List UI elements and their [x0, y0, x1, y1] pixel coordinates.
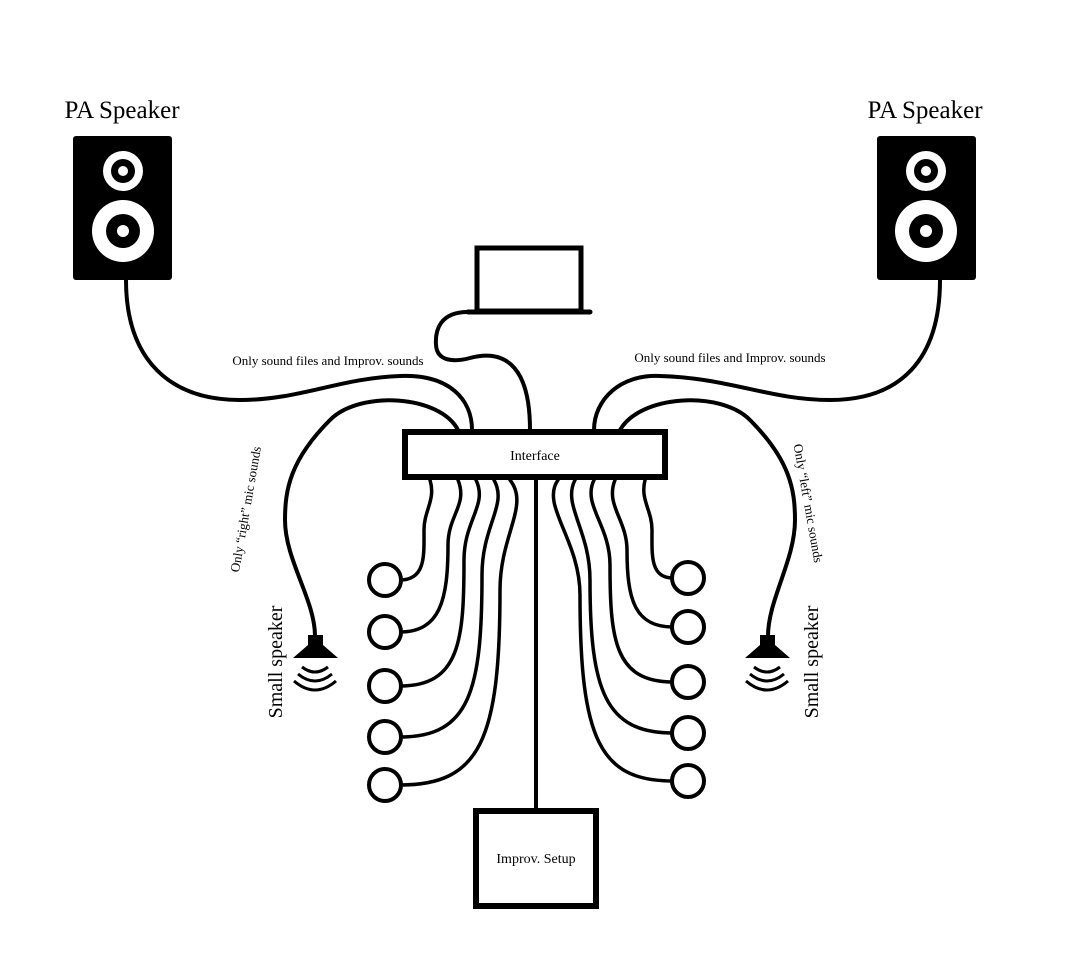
improv-setup-box: [473, 808, 599, 909]
microphone-icon: [367, 719, 403, 755]
cable-interface-to-left-small-speaker: [282, 398, 460, 638]
microphone-icon: [367, 562, 403, 598]
cable-mic-right-4: [569, 478, 675, 735]
microphone-icon: [670, 560, 706, 596]
cable-mic-left-4: [398, 478, 500, 739]
cable-interface-to-left-pa: [124, 278, 474, 432]
pa-speaker-left-label: PA Speaker: [64, 97, 180, 124]
small-speaker-icon: [293, 635, 338, 692]
pa-speaker-icon: [73, 136, 172, 280]
cable-mic-left-3: [398, 478, 482, 688]
cable-mic-right-1: [642, 478, 675, 580]
microphone-icon: [367, 614, 403, 650]
microphone-icon: [670, 664, 706, 700]
cable-laptop-to-interface: [433, 310, 532, 432]
small-speaker-icon: [745, 635, 790, 692]
microphone-icon: [367, 767, 403, 803]
pa-speaker-icon: [877, 136, 976, 280]
cable-label-left-small-speaker: Only “right” mic sounds: [227, 445, 264, 573]
cable-mic-left-5: [398, 478, 519, 787]
cable-interface-to-right-small-speaker: [618, 398, 798, 638]
cable-label-left-pa: Only sound files and Improv. sounds: [232, 353, 423, 368]
small-speaker-right-label: Small speaker: [801, 605, 823, 718]
cable-mic-right-3: [589, 478, 675, 684]
cable-label-right-pa: Only sound files and Improv. sounds: [634, 350, 825, 365]
microphone-icon: [670, 609, 706, 645]
cable-interface-to-right-pa: [592, 278, 942, 432]
cable-mic-left-2: [398, 478, 463, 634]
improv-setup-label: Improv. Setup: [496, 852, 575, 867]
interface-box: [402, 429, 668, 480]
microphone-icon: [670, 763, 706, 799]
cable-mic-right-5: [551, 478, 675, 783]
cable-mic-right-2: [610, 478, 675, 629]
laptop-icon: [465, 245, 593, 315]
interface-label: Interface: [510, 449, 560, 464]
cable-mic-left-1: [398, 478, 434, 582]
small-speaker-left-label: Small speaker: [265, 605, 287, 718]
pa-speaker-right-label: PA Speaker: [867, 97, 983, 124]
microphone-icon: [367, 668, 403, 704]
microphone-icon: [670, 715, 706, 751]
